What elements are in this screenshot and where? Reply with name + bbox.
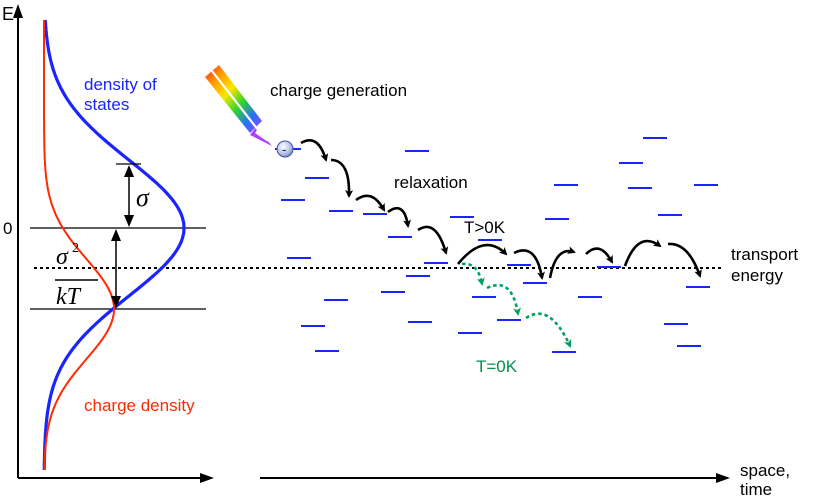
density-of-states-label-line1: density of [84,75,157,94]
sigma-arrowhead-down [124,215,134,227]
localized-states [281,137,718,353]
hop-arrow [330,158,354,198]
sigma-symbol: σ [136,183,150,212]
axes: E 0 space, time [2,4,790,499]
kt-symbol: kT [56,284,82,310]
sigma-squared-exponent: 2 [72,241,79,256]
t-positive-label: T>0K [464,218,506,237]
offset-arrowhead-up [111,229,121,241]
hops-finite-temperature [300,139,702,280]
sigma-squared-symbol: σ [56,244,69,270]
rainbow-arrow-icon [205,65,272,146]
charge-density-curve [43,20,115,470]
hop-arrow-green [461,262,485,286]
hop-arrow [417,225,449,255]
sigma-squared-over-kt-annotation: σ 2 kT [55,229,121,310]
hop-arrow [548,246,576,279]
charge-generation-label: charge generation [270,81,407,100]
hop-arrow [513,249,545,280]
hop-arrow [300,139,329,162]
sigma-arrowhead-up [124,165,134,177]
energy-axis-label: E [2,4,14,24]
t-zero-label: T=0K [476,357,518,376]
relaxation-label: relaxation [394,173,468,192]
x-axis-label-line1: space, [740,461,790,480]
hop-arrow [585,247,614,264]
charge-density-label: charge density [84,396,195,415]
hop-arrow [355,194,386,212]
hops-zero-temperature [461,262,572,348]
density-of-states-curve [42,19,186,471]
hop-arrow [387,207,412,228]
reference-lines [30,227,722,310]
transport-energy-label-line2: energy [731,266,783,285]
left-x-axis-arrowhead [200,473,214,483]
sigma-annotation: σ [116,163,150,227]
x-axis-label-line2: time [740,480,772,499]
hop-arrow-green [486,283,522,316]
hop-arrow [456,243,508,265]
hop-arrow [623,239,662,267]
hop-arrow-green [525,312,572,348]
electron-icon: - [275,140,301,158]
density-of-states-label-line2: states [84,95,129,114]
hop-arrow [667,242,702,278]
space-time-axis-arrowhead [716,473,730,483]
electron-charge-symbol: - [282,142,286,157]
offset-arrowhead-down [111,296,121,308]
zero-energy-label: 0 [3,219,12,238]
transport-energy-label-line1: transport [731,245,798,264]
energy-axis-arrowhead [13,4,23,18]
